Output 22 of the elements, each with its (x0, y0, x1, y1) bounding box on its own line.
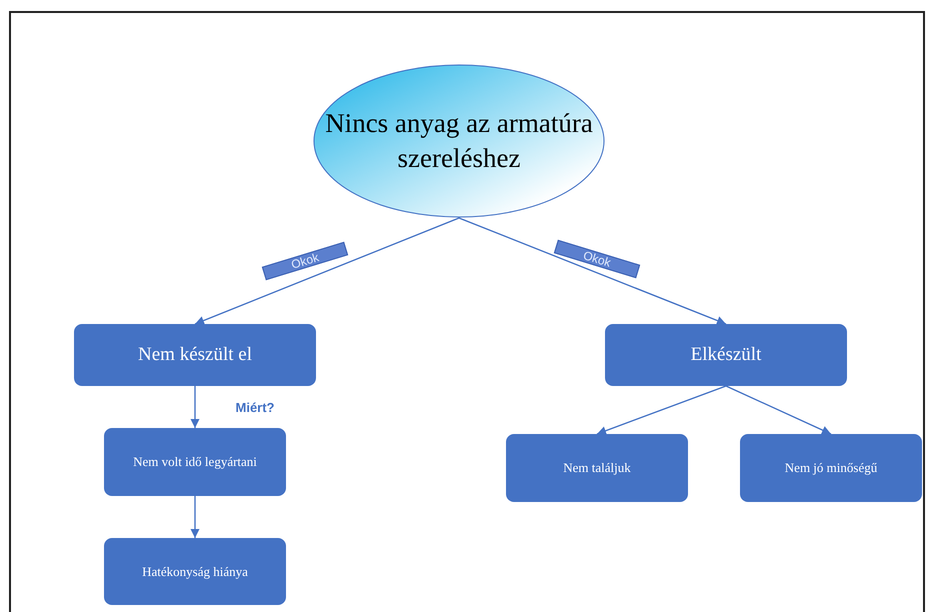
node-text: Elkészült (690, 344, 762, 366)
arrow (190, 386, 200, 428)
edge-label: Okok (554, 240, 640, 278)
edge-label: Okok (262, 242, 348, 280)
arrow (194, 217, 460, 325)
arrow (190, 496, 200, 538)
cause-box (74, 324, 316, 386)
node-text: Nem készült el (137, 344, 253, 366)
cause-box (506, 434, 688, 502)
arrow (726, 385, 832, 435)
arrow (458, 217, 726, 325)
node-text: Nem volt idő legyártani (132, 454, 258, 470)
node-text: Hatékonyság hiánya (141, 564, 249, 580)
node-text: Nem találjuk (562, 460, 632, 476)
cause-box (104, 428, 286, 496)
cause-box (605, 324, 847, 386)
node-text: Nem jó minőségű (784, 460, 878, 476)
edge-label: Miért? (234, 400, 276, 414)
cause-box (740, 434, 922, 502)
node-text: Nincs anyag az armatúra szereléshez (324, 106, 594, 175)
cause-box (104, 538, 286, 605)
arrow (596, 385, 726, 436)
